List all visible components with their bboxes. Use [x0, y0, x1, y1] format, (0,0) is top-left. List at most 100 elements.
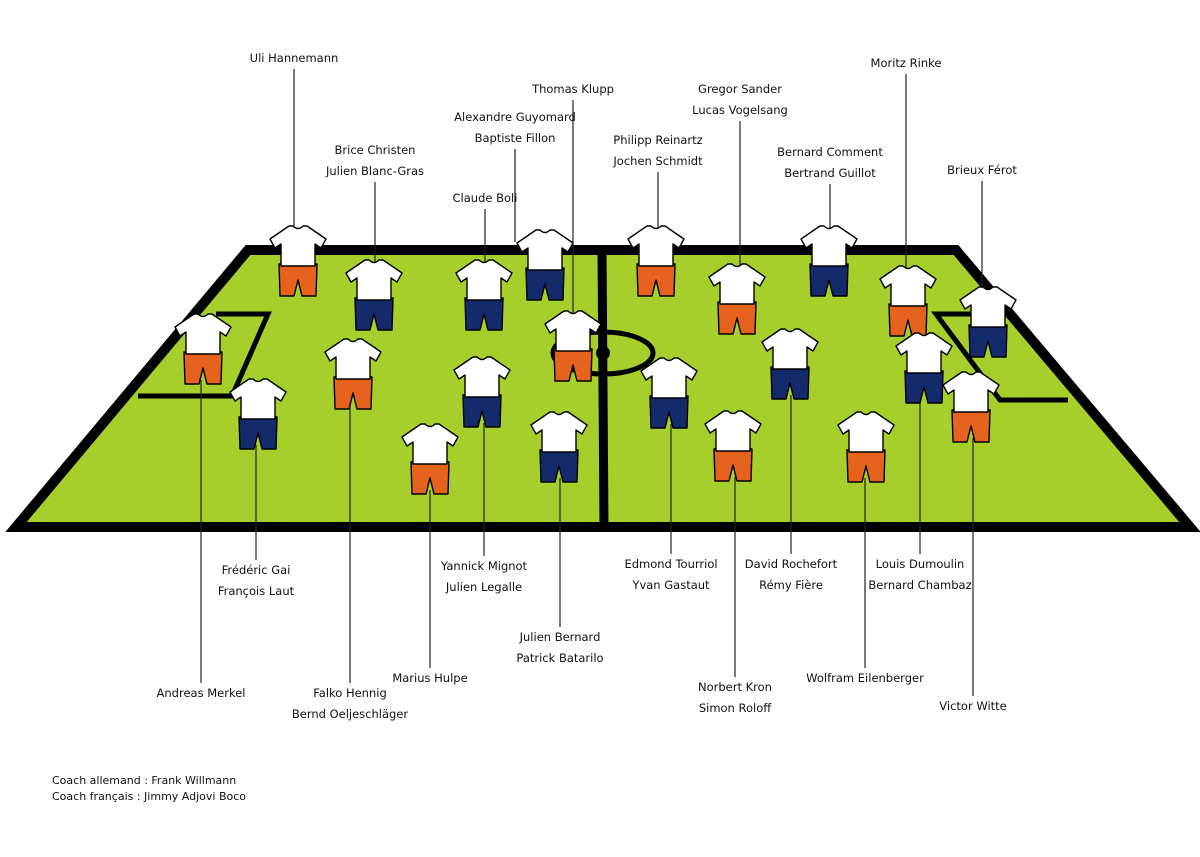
shirt — [345, 259, 403, 301]
navy-shorts — [354, 297, 394, 331]
orange-shorts — [333, 376, 373, 410]
shirt — [800, 225, 858, 267]
navy-shorts — [462, 394, 502, 428]
player-name-label: Wolfram Eilenberger — [806, 671, 924, 685]
player-name-label: David Rochefort — [745, 557, 838, 571]
jersey-icon — [640, 357, 698, 429]
player-p03: Claude Boli — [453, 191, 518, 331]
jersey-icon — [837, 411, 895, 483]
player-name-label: Julien Bernard — [519, 630, 601, 644]
player-p01: Uli Hannemann — [250, 51, 338, 297]
player-name-label: Julien Legalle — [445, 580, 522, 594]
player-name-label: Falko Hennig — [313, 686, 387, 700]
shirt — [229, 378, 287, 420]
player-p20: Wolfram Eilenberger — [806, 411, 924, 685]
player-p14: Marius Hulpe — [392, 423, 468, 685]
shirt — [324, 338, 382, 380]
player-name-label: Patrick Batarilo — [516, 651, 603, 665]
jersey-icon — [959, 286, 1017, 358]
player-name-label: Simon Roloff — [699, 701, 772, 715]
player-name-label: Brieux Férot — [947, 163, 1017, 177]
shirt — [516, 229, 574, 271]
player-name-label: Bernard Chambaz — [868, 578, 971, 592]
player-name-label: Philipp Reinartz — [613, 133, 702, 147]
jersey-icon — [530, 411, 588, 483]
jersey-icon — [401, 423, 459, 495]
jersey-icon — [879, 265, 937, 337]
player-name-label: Lucas Vogelsang — [692, 103, 788, 117]
player-name-label: Rémy Fière — [759, 578, 823, 592]
player-name-label: Edmond Tourriol — [624, 557, 717, 571]
jersey-icon — [345, 259, 403, 331]
navy-shorts — [809, 263, 849, 297]
player-name-label: Andreas Merkel — [157, 686, 246, 700]
navy-shorts — [649, 395, 689, 429]
jersey-icon — [895, 332, 953, 404]
shirt — [269, 225, 327, 267]
player-name-label: Baptiste Fillon — [475, 131, 556, 145]
orange-shorts — [717, 301, 757, 335]
player-name-label: Bernard Comment — [777, 145, 883, 159]
player-name-label: François Laut — [218, 584, 295, 598]
player-name-label: Frédéric Gai — [222, 563, 291, 577]
shirt — [959, 286, 1017, 328]
center-circle — [550, 329, 656, 377]
player-p09: Moritz Rinke — [871, 56, 942, 337]
jersey-icon — [516, 229, 574, 301]
shirt — [530, 411, 588, 453]
orange-shorts — [846, 449, 886, 483]
player-p05: Thomas Klupp — [531, 82, 614, 382]
jersey-icon — [800, 225, 858, 297]
jersey-icon — [269, 225, 327, 297]
shirt — [174, 313, 232, 355]
player-p10: Brieux Férot — [947, 163, 1017, 358]
navy-shorts — [968, 324, 1008, 358]
player-name-label: Victor Witte — [939, 699, 1006, 713]
jersey-icon — [627, 225, 685, 297]
jersey-icon — [455, 259, 513, 331]
player-name-label: Marius Hulpe — [392, 671, 467, 685]
navy-shorts — [525, 267, 565, 301]
center-spot — [596, 346, 610, 360]
player-name-label: Brice Christen — [335, 143, 416, 157]
player-name-label: Julien Blanc-Gras — [325, 164, 424, 178]
jersey-icon — [704, 410, 762, 482]
navy-shorts — [770, 366, 810, 400]
shirt — [837, 411, 895, 453]
player-name-label: Yannick Mignot — [440, 559, 528, 573]
orange-shorts — [183, 351, 223, 385]
navy-shorts — [464, 297, 504, 331]
orange-shorts — [888, 303, 928, 337]
shirt — [401, 423, 459, 465]
right-penalty-box — [931, 311, 1068, 403]
player-name-label: Norbert Kron — [698, 680, 772, 694]
halfway-line — [597, 249, 609, 528]
coaches-block: Coach allemand : Frank Willmann Coach fr… — [52, 773, 246, 805]
shirt — [455, 259, 513, 301]
french-coach: Coach français : Jimmy Adjovi Boco — [52, 790, 247, 803]
shirt — [627, 225, 685, 267]
shirt — [879, 265, 937, 307]
jersey-icon — [174, 313, 232, 385]
jersey-icon — [544, 310, 602, 382]
player-p22: Victor Witte — [939, 371, 1007, 713]
player-name-label: Alexandre Guyomard — [454, 110, 576, 124]
navy-shorts — [238, 416, 278, 450]
player-name-label: Claude Boli — [453, 191, 518, 205]
player-name-label: Louis Dumoulin — [876, 557, 965, 571]
player-name-label: Thomas Klupp — [531, 82, 614, 96]
player-name-label: Moritz Rinke — [871, 56, 942, 70]
